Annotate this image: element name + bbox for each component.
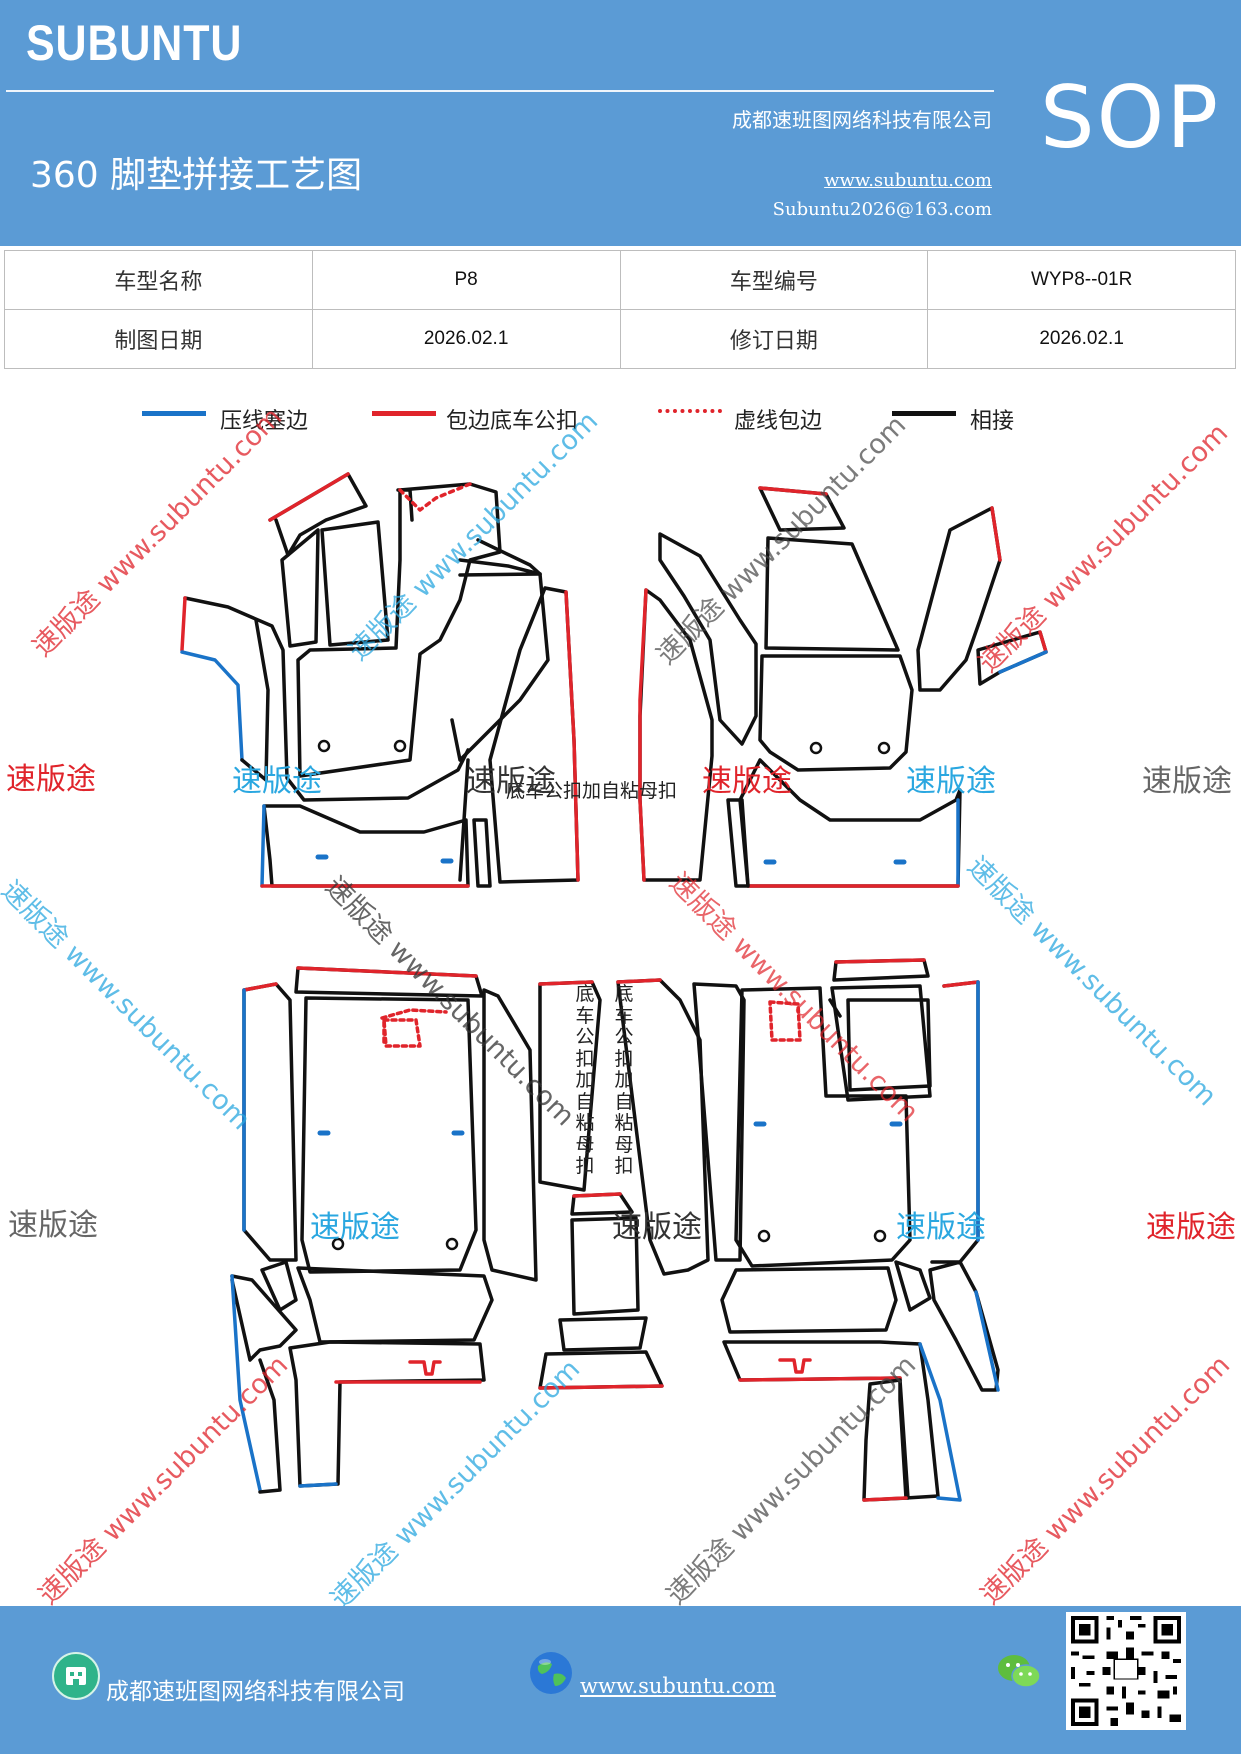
- legend-swatch-black: [892, 411, 956, 416]
- brand-logo: SUBUNTU: [26, 15, 243, 71]
- footer-company-name: 成都速班图网络科技有限公司: [106, 1679, 405, 1705]
- watermark-gray: 速版途: [612, 1210, 702, 1245]
- company-icon: [52, 1652, 100, 1700]
- model-code-label: 车型编号: [619, 250, 929, 310]
- model-code-value: WYP8--01R: [927, 250, 1236, 310]
- revision-date-value: 2026.02.1: [927, 309, 1236, 369]
- revision-date-label: 修订日期: [619, 309, 929, 369]
- company-name: 成都速班图网络科技有限公司: [732, 108, 992, 132]
- front-note: 底车公扣加自粘母扣: [506, 780, 678, 802]
- legend-swatch-red: [372, 411, 436, 416]
- legend-label-joined: 相接: [970, 409, 1015, 434]
- footer-website-link[interactable]: www.subuntu.com: [580, 1674, 776, 1698]
- table-row: 制图日期 2026.02.1 修订日期 2026.02.1: [4, 309, 1236, 369]
- watermark-red: 速版途: [1146, 1210, 1236, 1245]
- watermark-gray: 速版途: [466, 764, 556, 799]
- watermark-gray: 速版途: [8, 1208, 98, 1243]
- floor-mat-diagram: [180, 472, 1048, 1502]
- watermark-blue: 速版途: [906, 764, 996, 799]
- draw-date-value: 2026.02.1: [311, 309, 621, 369]
- watermark-red: 速版途: [6, 762, 96, 797]
- rear-center-mat: [538, 1192, 664, 1390]
- draw-date-label: 制图日期: [4, 309, 313, 369]
- table-row: 车型名称 P8 车型编号 WYP8--01R: [4, 250, 1236, 310]
- vehicle-info-table: 车型名称 P8 车型编号 WYP8--01R 制图日期 2026.02.1 修订…: [4, 250, 1236, 369]
- watermark-gray: 速版途: [1142, 764, 1232, 799]
- header-banner: [0, 0, 1241, 246]
- front-left-mat: [180, 472, 580, 888]
- contact-email[interactable]: Subuntu2026@163.com: [772, 199, 992, 220]
- rear-right-note: 底车公扣加自粘母扣: [614, 983, 634, 1177]
- model-name-label: 车型名称: [4, 250, 313, 310]
- rear-right-mat: [616, 958, 1000, 1502]
- watermark-blue: 速版途: [232, 764, 322, 799]
- legend-label-edge-snap: 包边底车公扣: [446, 409, 579, 434]
- globe-icon: [528, 1650, 574, 1696]
- website-link[interactable]: www.subuntu.com: [824, 170, 992, 191]
- watermark-red: 速版途: [702, 764, 792, 799]
- watermark-blue: 速版途: [310, 1210, 400, 1245]
- watermark-blue: 速版途: [896, 1210, 986, 1245]
- wechat-icon[interactable]: [996, 1652, 1042, 1692]
- legend-swatch-red-dotted: [658, 409, 722, 413]
- rear-left-note: 底车公扣加自粘母扣: [575, 983, 595, 1177]
- front-right-mat: [638, 486, 1048, 888]
- sop-label: SOP: [1040, 68, 1221, 168]
- legend-swatch-blue: [142, 411, 206, 416]
- document-title: 360 脚垫拼接工艺图: [30, 155, 363, 196]
- legend-label-dotted-edge: 虚线包边: [734, 409, 823, 434]
- legend-label-press-line: 压线塞边: [220, 409, 309, 434]
- qr-code: [1066, 1612, 1186, 1730]
- model-name-value: P8: [311, 250, 621, 310]
- header-divider: [6, 90, 994, 92]
- rear-left-mat: [230, 966, 602, 1494]
